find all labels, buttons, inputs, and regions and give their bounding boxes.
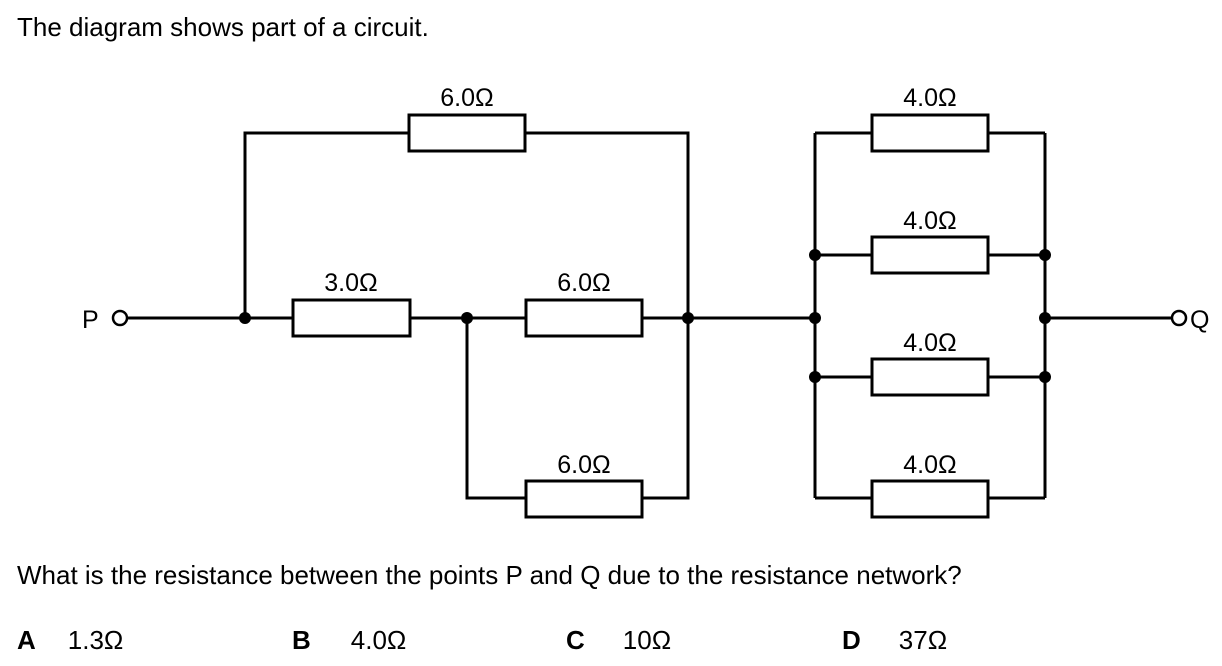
question-text: What is the resistance between the point… bbox=[17, 560, 962, 590]
junction-node bbox=[682, 312, 694, 324]
option-a[interactable]: A 1.3Ω bbox=[17, 623, 123, 657]
circuit-diagram: P Q 6.0Ω 3.0Ω 6.0Ω 6.0Ω 4.0Ω 4.0Ω 4.0Ω 4… bbox=[82, 84, 1209, 519]
junction-node bbox=[1039, 371, 1051, 383]
option-letter: D bbox=[842, 625, 861, 655]
option-value: 4.0Ω bbox=[350, 625, 407, 655]
option-letter: B bbox=[292, 625, 311, 655]
option-d[interactable]: D 37Ω bbox=[842, 623, 947, 657]
wire-left-top-loop-right bbox=[525, 131, 690, 318]
junction-node bbox=[239, 312, 251, 324]
option-b[interactable]: B 4.0Ω bbox=[292, 623, 406, 657]
resistor-label-right-1: 4.0Ω bbox=[903, 84, 956, 112]
resistor-label-left-top: 6.0Ω bbox=[440, 84, 493, 112]
terminal-p-circle bbox=[111, 309, 129, 327]
junction-node bbox=[461, 312, 473, 324]
resistor-label-right-4: 4.0Ω bbox=[903, 451, 956, 479]
terminal-p-label: P bbox=[82, 306, 99, 334]
intro-text: The diagram shows part of a circuit. bbox=[17, 12, 429, 42]
resistor-left-middle bbox=[524, 298, 644, 338]
terminal-q-circle bbox=[1170, 309, 1188, 327]
option-value: 37Ω bbox=[898, 625, 948, 655]
junction-node bbox=[809, 249, 821, 261]
resistor-label-right-3: 4.0Ω bbox=[903, 329, 956, 357]
junction-node bbox=[1039, 312, 1051, 324]
resistor-left-top bbox=[407, 113, 527, 153]
junction-node bbox=[1039, 249, 1051, 261]
terminal-q-label: Q bbox=[1190, 306, 1209, 334]
option-value: 1.3Ω bbox=[67, 625, 124, 655]
option-letter: A bbox=[17, 625, 36, 655]
wire-left-bottom-loop-right bbox=[642, 318, 690, 500]
resistor-right-4 bbox=[870, 479, 990, 519]
resistor-label-left-series: 3.0Ω bbox=[324, 269, 377, 297]
option-letter: C bbox=[566, 625, 585, 655]
resistor-left-bottom bbox=[524, 479, 644, 519]
resistor-label-right-2: 4.0Ω bbox=[903, 207, 956, 235]
junction-node bbox=[809, 371, 821, 383]
wire-left-top-loop-left bbox=[243, 131, 409, 318]
resistor-right-2 bbox=[870, 235, 990, 275]
wire-left-bottom-loop-left bbox=[465, 318, 526, 500]
resistor-left-series bbox=[291, 298, 412, 338]
junction-node bbox=[809, 312, 821, 324]
option-value: 10Ω bbox=[622, 625, 672, 655]
answer-options: A 1.3Ω B 4.0Ω C 10Ω D 37Ω bbox=[0, 623, 1222, 661]
resistor-right-3 bbox=[870, 357, 990, 397]
resistor-label-left-middle: 6.0Ω bbox=[557, 269, 610, 297]
resistor-label-left-bottom: 6.0Ω bbox=[557, 451, 610, 479]
option-c[interactable]: C 10Ω bbox=[566, 623, 671, 657]
resistor-right-1 bbox=[870, 113, 990, 153]
